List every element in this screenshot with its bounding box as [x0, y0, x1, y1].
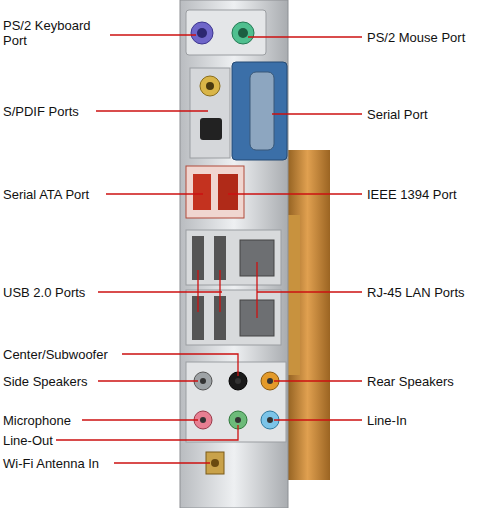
leader-line [228, 193, 362, 194]
port-label: RJ-45 LAN Ports [367, 285, 485, 300]
leader-line [98, 291, 222, 292]
leader-line [274, 380, 362, 381]
ps2-mouse-pins [238, 28, 248, 38]
spdif-housing [190, 68, 230, 158]
port-label: PS/2 Keyboard Port [3, 18, 111, 48]
ps2-keyboard-pins [197, 28, 207, 38]
leader-line [106, 193, 203, 194]
leader-line [114, 462, 210, 463]
wifi-antenna-center [211, 459, 219, 467]
io-bracket [180, 0, 288, 508]
jack-hole [235, 417, 241, 423]
port-label: IEEE 1394 Port [367, 187, 485, 202]
ps2-mouse-jack [232, 22, 254, 44]
leader-line [274, 419, 362, 420]
esata-housing [186, 166, 244, 218]
port-label: Microphone [3, 413, 85, 428]
ps2-keyboard-jack [191, 22, 213, 44]
jack-hole [267, 378, 273, 384]
port-label: Side Speakers [3, 374, 101, 389]
port-label: Rear Speakers [367, 374, 485, 389]
ps2-housing [186, 10, 266, 55]
leader-line [110, 34, 196, 35]
spdif-coax-center [206, 82, 214, 90]
jack-hole [235, 378, 241, 384]
port-label: USB 2.0 Ports [3, 285, 101, 300]
io-bracket-edge [180, 0, 288, 508]
port-label: S/PDIF Ports [3, 104, 98, 119]
port-label: PS/2 Mouse Port [367, 30, 485, 45]
usb-lan-stack-lower [186, 290, 281, 345]
leader-line [248, 36, 362, 37]
leader-line [219, 270, 220, 312]
serial-housing [232, 62, 287, 160]
jack-hole [200, 417, 206, 423]
port-label: Serial Port [367, 107, 485, 122]
usb-lan-stack-upper [186, 230, 281, 285]
spdif-optical [200, 118, 222, 140]
leader-line [96, 110, 208, 111]
ieee1394-port [218, 174, 238, 210]
port-label: Line-Out [3, 433, 59, 448]
port-label: Wi-Fi Antenna In [3, 456, 115, 471]
leader-line [257, 291, 362, 292]
esata-port [193, 174, 211, 210]
leader-line [56, 425, 238, 440]
port-label: Line-In [367, 413, 485, 428]
port-label: Serial ATA Port [3, 187, 108, 202]
leader-line [272, 113, 362, 114]
audio-housing [186, 362, 286, 442]
jack-hole [267, 417, 273, 423]
leader-line [197, 270, 198, 312]
spdif-coax [200, 76, 220, 96]
jack-hole [200, 378, 206, 384]
leader-line [82, 419, 198, 420]
serial-db9 [250, 72, 274, 150]
port-label: Center/Subwoofer [3, 347, 125, 362]
leader-line [256, 262, 257, 318]
leader-line [98, 380, 198, 381]
leader-line [122, 354, 238, 376]
